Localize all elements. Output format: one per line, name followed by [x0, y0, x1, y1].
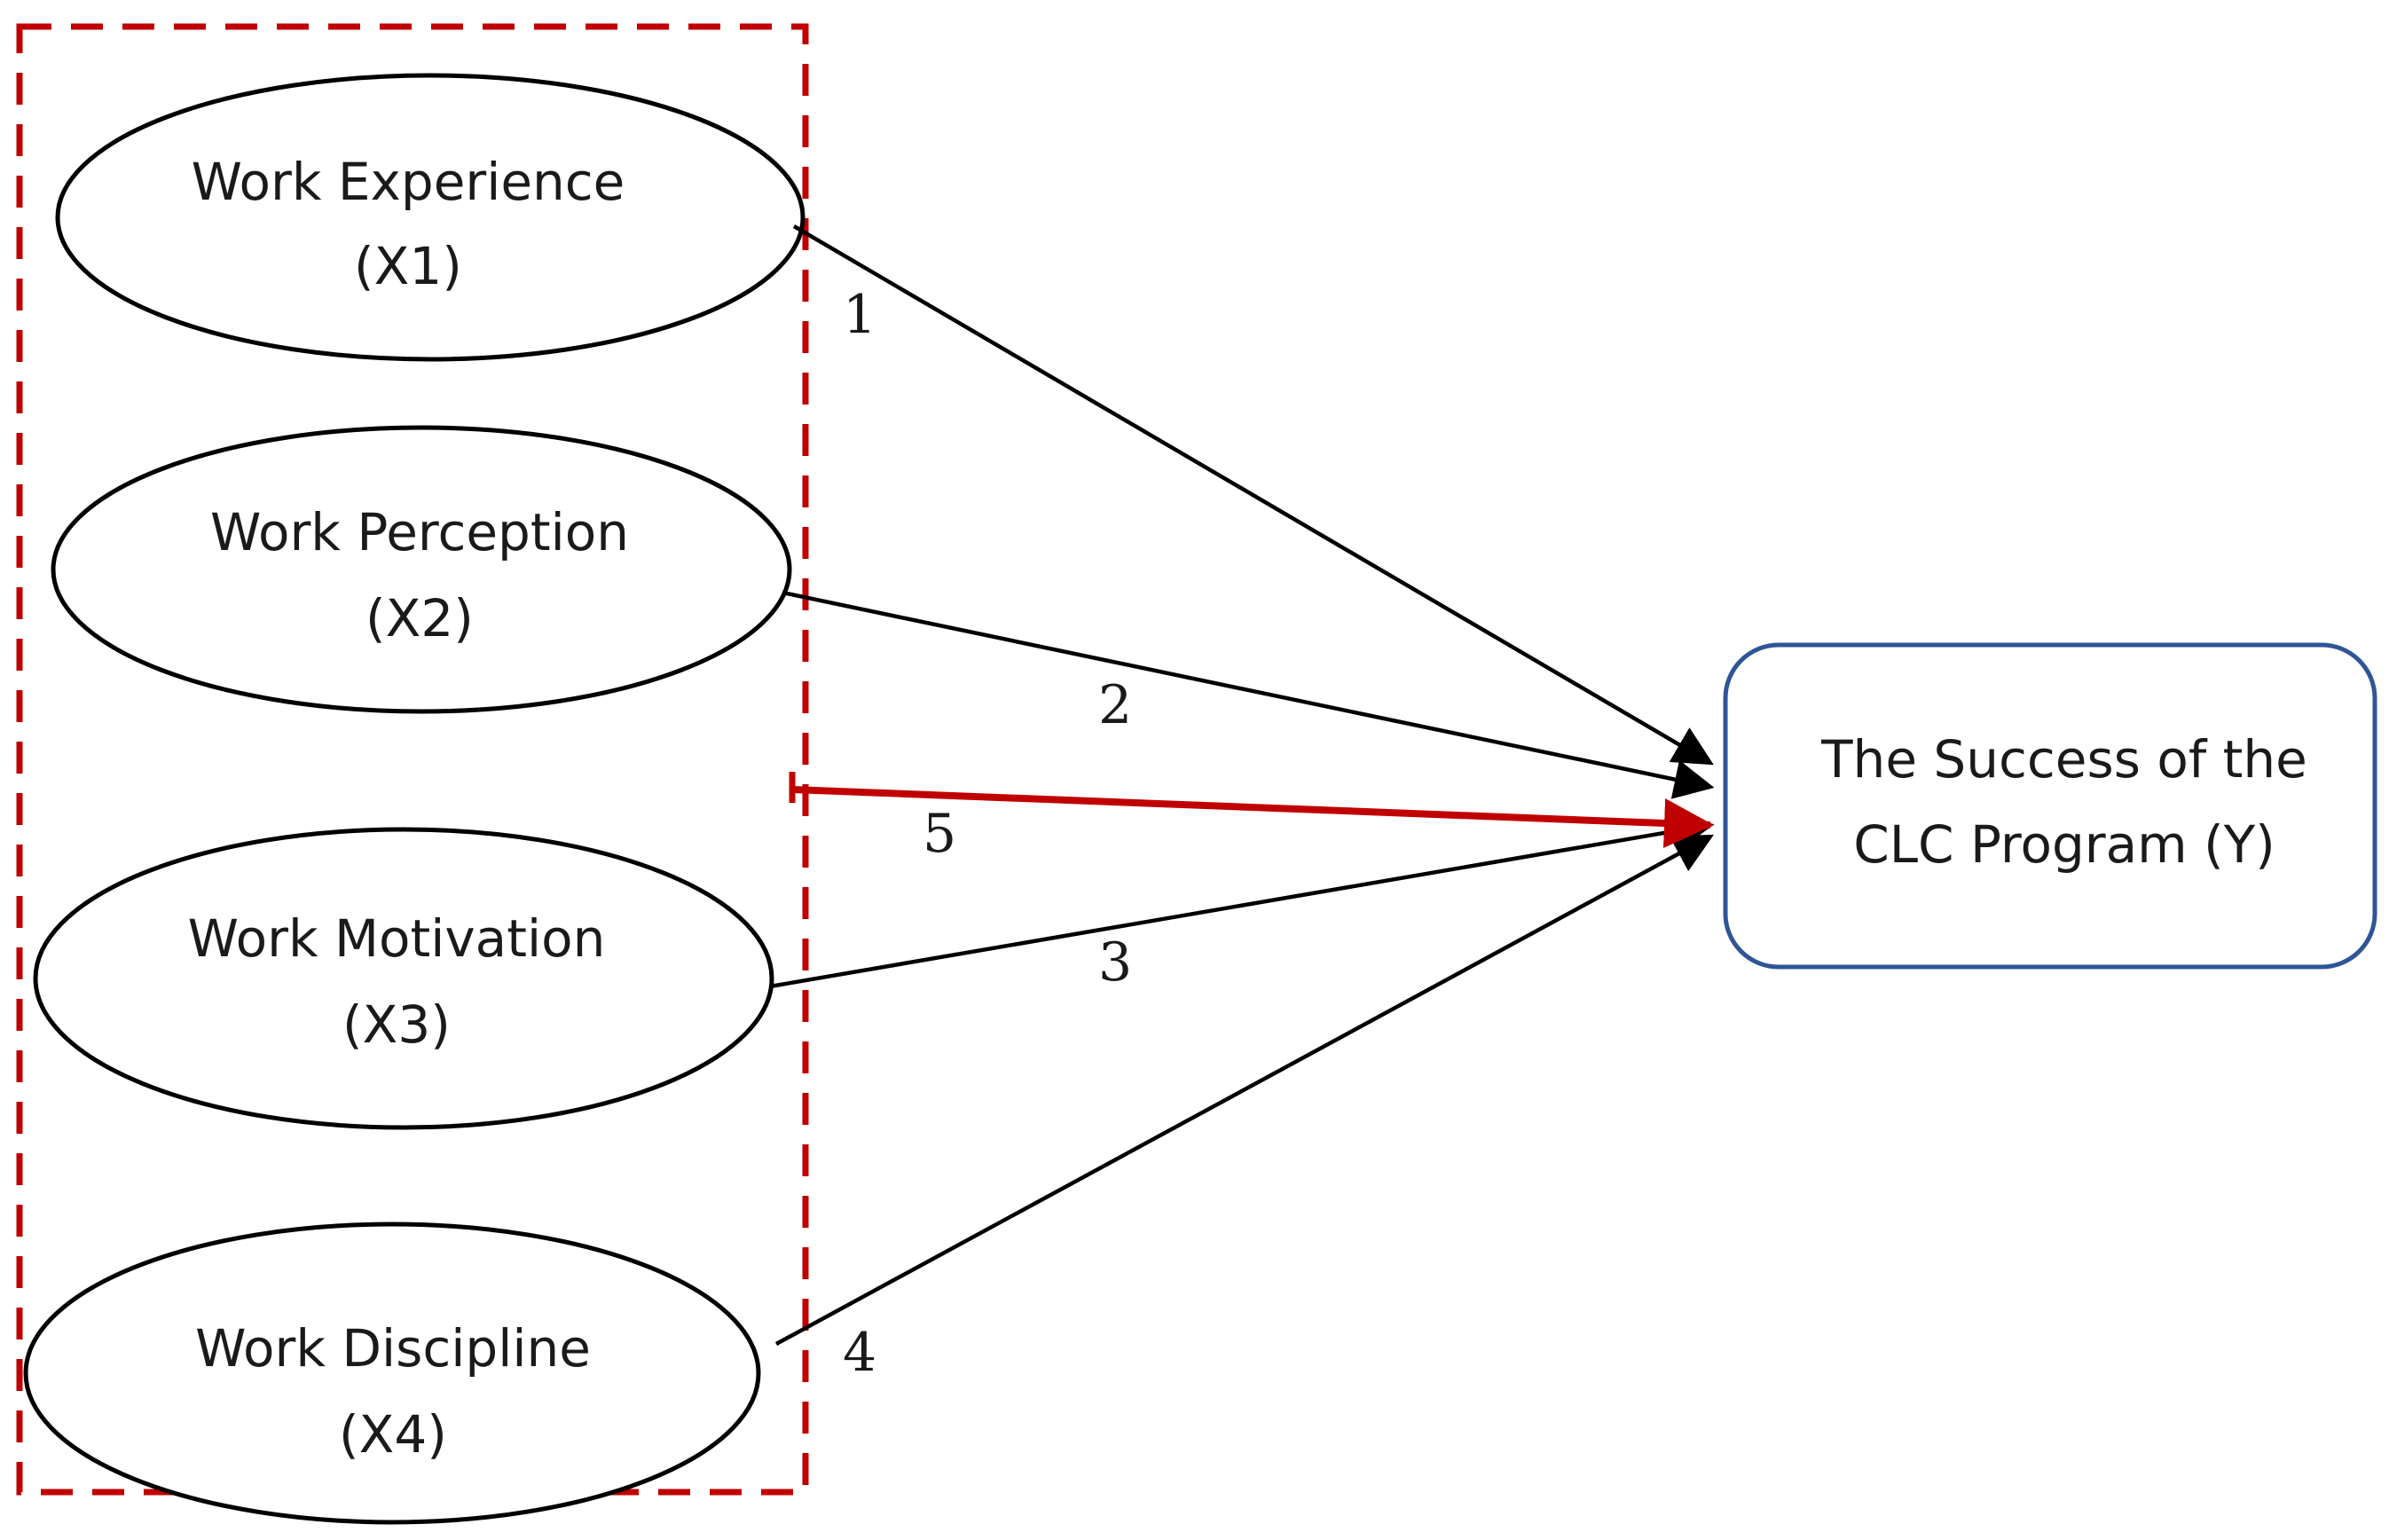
node-clc-program-success: The Success of the CLC Program (Y)	[1723, 642, 2377, 970]
path-4-label: 4	[843, 1322, 876, 1384]
path-3-arrow	[769, 811, 1715, 989]
x4-code: (X4)	[339, 1404, 447, 1465]
path-3-label: 3	[1098, 931, 1132, 994]
x3-code: (X3)	[342, 994, 451, 1055]
node-work-perception: Work Perception (X2)	[51, 425, 792, 714]
path-5-label: 5	[923, 803, 956, 865]
ellipse-x4	[23, 1222, 761, 1525]
outcome-line2: CLC Program (Y)	[1853, 814, 2275, 875]
x1-name: Work Experience	[192, 152, 625, 212]
path-5-arrow	[791, 786, 1714, 848]
outcome-box	[1723, 642, 2377, 970]
node-work-experience: Work Experience (X1)	[55, 73, 806, 362]
x2-name: Work Perception	[210, 502, 629, 562]
path-2-arrow	[782, 590, 1715, 799]
ellipse-x1	[55, 73, 806, 362]
x4-name: Work Discipline	[195, 1318, 591, 1379]
x3-name: Work Motivation	[188, 908, 606, 969]
path-1-arrow	[792, 224, 1714, 766]
x1-code: (X1)	[354, 236, 462, 296]
node-work-discipline: Work Discipline (X4)	[23, 1222, 761, 1525]
node-work-motivation: Work Motivation (X3)	[33, 827, 774, 1130]
ellipse-x3	[33, 827, 774, 1130]
path-1-label: 1	[843, 284, 876, 346]
outcome-line1: The Success of the	[1820, 729, 2307, 790]
path-4-arrow	[774, 834, 1714, 1346]
path-2-label: 2	[1098, 674, 1132, 736]
x2-code: (X2)	[365, 588, 474, 648]
ellipse-x2	[51, 425, 792, 714]
